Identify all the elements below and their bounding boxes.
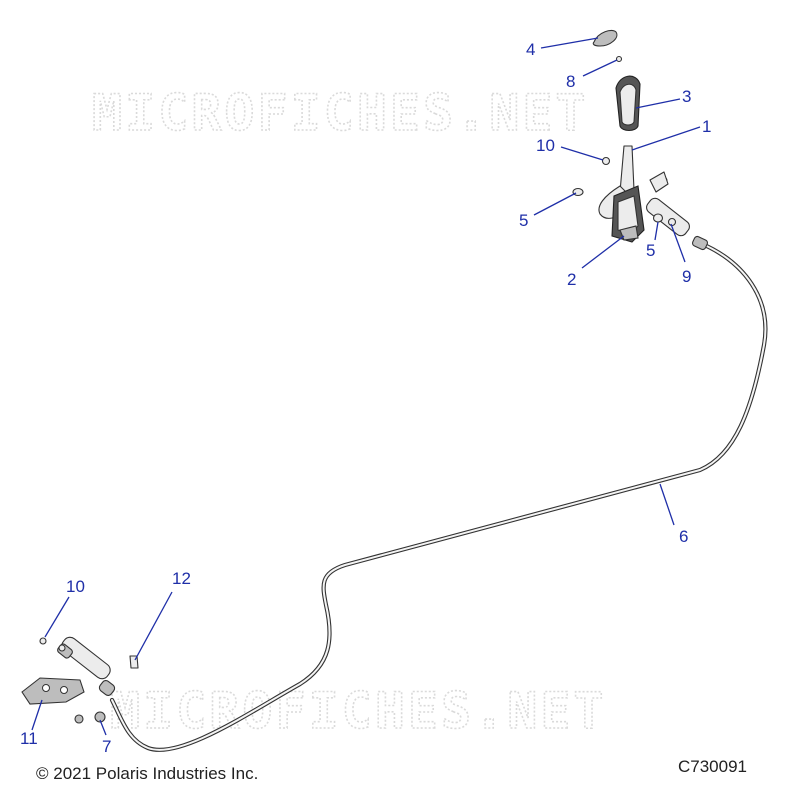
callout-11: 11 [20, 729, 38, 748]
figure-id: C730091 [678, 757, 748, 776]
callout-3: 3 [682, 87, 691, 106]
shift-knob [615, 75, 641, 132]
hardware-top [572, 55, 677, 227]
shifter-bracket [611, 185, 645, 243]
leader-lines [31, 37, 701, 736]
copyright-text: © 2021 Polaris Industries Inc. [36, 764, 259, 783]
callout-5-right: 5 [646, 241, 655, 260]
watermark-top: MICROFICHES.NET [92, 84, 589, 142]
callout-9: 9 [682, 267, 691, 286]
callout-5-left: 5 [519, 211, 528, 230]
callout-10-bottom: 10 [66, 577, 85, 596]
knob-cap [592, 29, 618, 47]
callout-6: 6 [679, 527, 688, 546]
callout-1: 1 [702, 117, 711, 136]
cable-lower-end [57, 636, 116, 696]
callout-7: 7 [102, 737, 111, 756]
shift-cable [109, 240, 768, 752]
callout-8: 8 [566, 72, 575, 91]
watermark-bottom: MICROFICHES.NET [110, 682, 607, 740]
callout-4: 4 [526, 40, 535, 59]
callout-2: 2 [567, 270, 576, 289]
callout-10-top: 10 [536, 136, 555, 155]
lower-bracket [21, 677, 85, 705]
callout-12: 12 [172, 569, 191, 588]
